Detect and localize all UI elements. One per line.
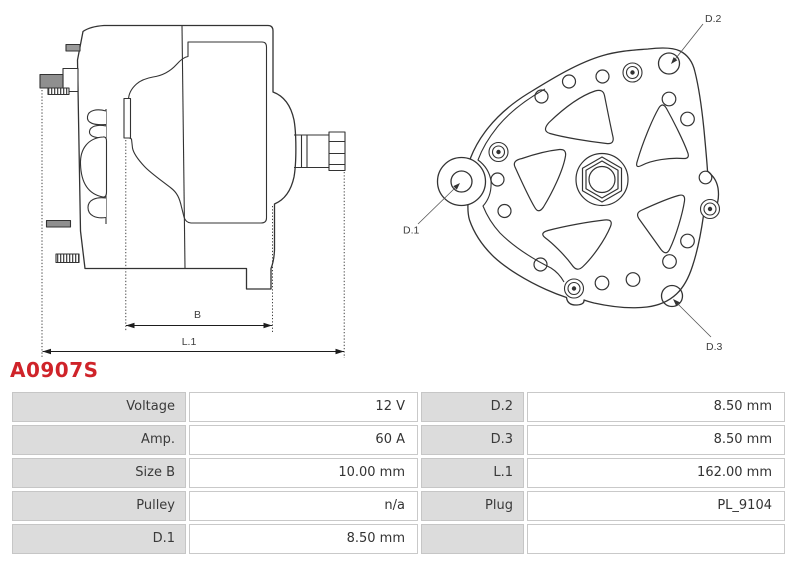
spec-label-plug: Plug (421, 491, 524, 521)
part-number: A0907S (10, 358, 99, 382)
d2-label: D.2 (705, 13, 722, 25)
cutouts (513, 89, 689, 270)
small-holes (490, 69, 713, 291)
extension-lines (41, 90, 345, 358)
technical-drawings: B L.1 (39, 13, 723, 358)
shaft (294, 131, 346, 172)
d1-hole (450, 170, 473, 193)
top-stud (65, 43, 81, 52)
dimension-l1 (42, 348, 344, 355)
spec-label-pulley: Pulley (12, 491, 186, 521)
spec-label-d1: D.1 (12, 524, 186, 554)
spec-value-voltage: 12 V (189, 392, 418, 422)
end-plate-rim (477, 88, 565, 283)
spec-value-d3: 8.50 mm (527, 425, 785, 455)
rivets (488, 62, 721, 299)
d3-label: D.3 (706, 341, 723, 353)
spec-value-d1: 8.50 mm (189, 524, 418, 554)
alternator-side-view: B L.1 (39, 24, 346, 358)
spec-label-empty (421, 524, 524, 554)
d1-label: D.1 (403, 225, 420, 237)
threaded-stud-upper (47, 87, 70, 96)
spec-label-amp: Amp. (12, 425, 186, 455)
spec-label-l1: L.1 (421, 458, 524, 488)
spec-value-empty (527, 524, 785, 554)
spec-label-size-b: Size B (12, 458, 186, 488)
side-front-boss (123, 97, 132, 139)
side-inner-profile (127, 41, 268, 224)
spec-value-d2: 8.50 mm (527, 392, 785, 422)
spec-value-amp: 60 A (189, 425, 418, 455)
side-split-line (181, 25, 186, 269)
threaded-stud-lower (55, 253, 80, 264)
dim-l1-label: L.1 (182, 336, 197, 348)
dimension-b (126, 322, 272, 329)
spec-value-plug: PL_9104 (527, 491, 785, 521)
spec-table: Voltage 12 V D.2 8.50 mm Amp. 60 A D.3 8… (12, 392, 785, 554)
spec-value-l1: 162.00 mm (527, 458, 785, 488)
spec-label-d2: D.2 (421, 392, 524, 422)
spec-label-d3: D.3 (421, 425, 524, 455)
rear-details (39, 43, 108, 264)
main-stud (39, 73, 64, 89)
alternator-end-view: D.2 D.1 D.3 (403, 13, 723, 353)
d3-hole (660, 284, 684, 308)
dim-b-label: B (194, 309, 201, 321)
callouts (417, 23, 712, 338)
d2-hole (657, 52, 681, 75)
lower-bar (45, 219, 72, 228)
shaft-nut (575, 152, 629, 207)
spec-value-pulley: n/a (189, 491, 418, 521)
end-plate-outline (467, 47, 720, 309)
spec-label-voltage: Voltage (12, 392, 186, 422)
spec-value-size-b: 10.00 mm (189, 458, 418, 488)
